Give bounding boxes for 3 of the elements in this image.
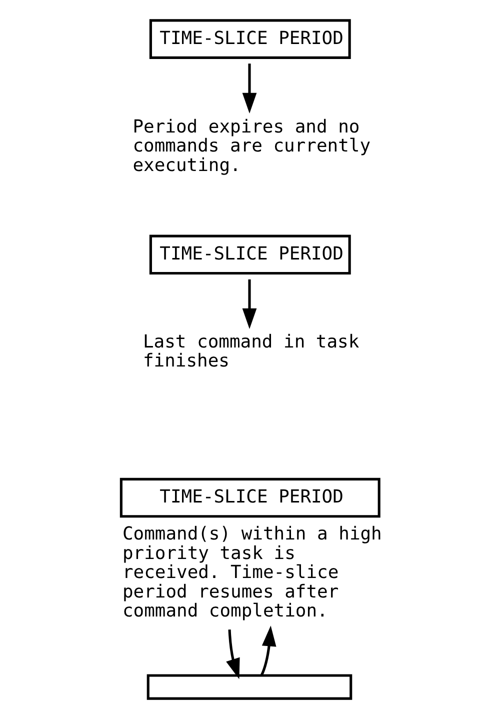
node-text: Last command in task finishes xyxy=(142,331,359,372)
node-text: Period expires and no commands are currently executing. xyxy=(132,116,370,176)
node-label: Command(s) within a high priority task is received. Time-slice period resumes after command completion. xyxy=(122,524,382,622)
